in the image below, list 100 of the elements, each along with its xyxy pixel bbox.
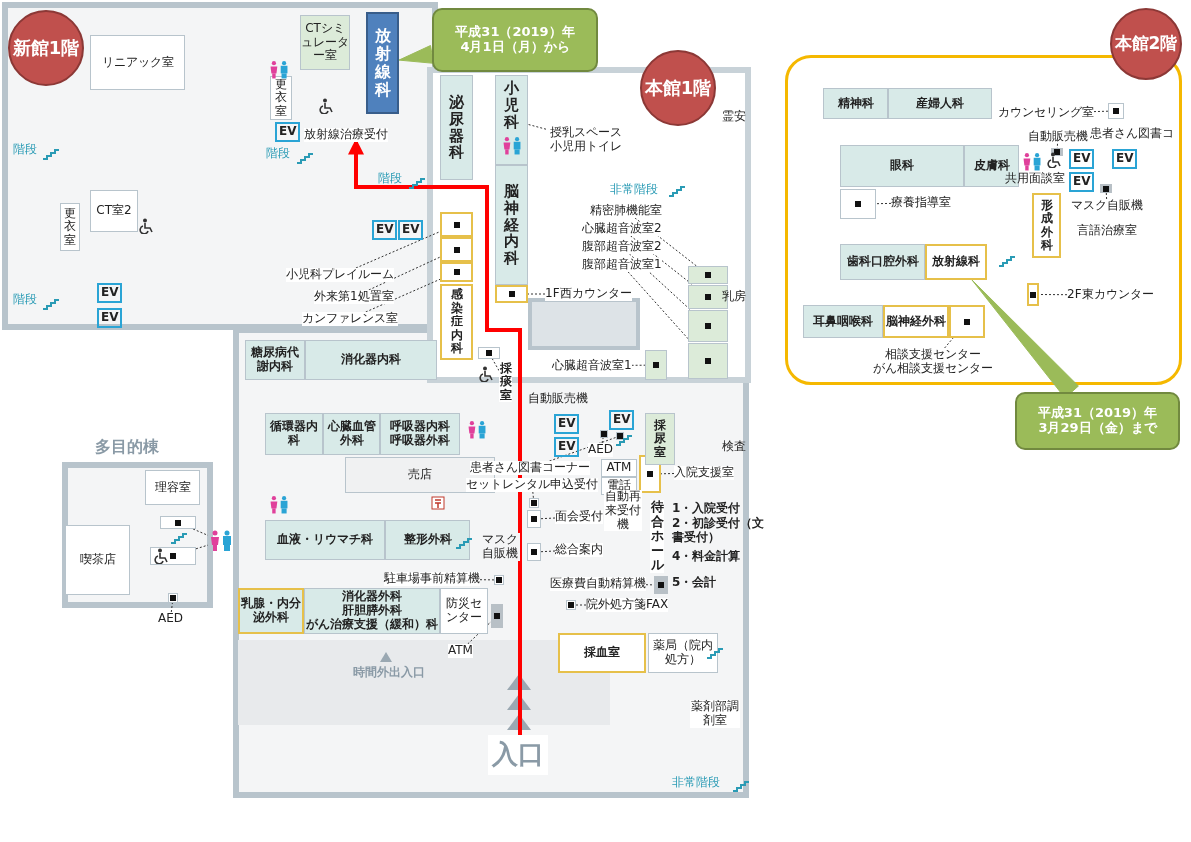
department-room [366, 12, 399, 114]
location-marker [440, 212, 473, 237]
room-name: 総合案内 [555, 543, 603, 557]
room-name: 呼吸器内科 [390, 420, 450, 434]
leader-line [355, 231, 441, 269]
department-room: 放射線科 [925, 244, 987, 280]
leader-line [575, 604, 587, 606]
department-room: 消化器内科 [305, 340, 437, 380]
area-label: マスク自販機 [482, 533, 520, 561]
room-name: マスク自販機 [1071, 199, 1143, 213]
elevator-sign: EV [554, 437, 580, 457]
leader-line [645, 584, 655, 586]
department-room: 採血室 [558, 633, 646, 673]
department-room: 耳鼻咽喉科 [803, 305, 883, 338]
room: 防災センター [440, 588, 488, 634]
location-marker [654, 576, 668, 594]
callout-bubble: 平成31（2019）年 4月1日（月）から [432, 8, 598, 72]
stairs-label: 階段 [13, 143, 37, 157]
callout-bubble: 平成31（2019）年 3月29日（金）まで [1015, 392, 1180, 450]
room-name: ATM [448, 644, 473, 658]
department-room [495, 75, 528, 165]
room-name: 相談支援センター [885, 348, 981, 362]
location-marker [949, 305, 985, 338]
room-name: 肝胆膵外科 [342, 604, 402, 618]
room-name: 駐車場事前精算機 [384, 572, 480, 586]
room-name: 院外処方箋FAX [586, 598, 669, 612]
room-name: 小児科 [503, 80, 520, 131]
leader-line [527, 123, 547, 130]
department-room: 歯科口腔外科 [840, 244, 925, 280]
leader-line [1038, 294, 1068, 296]
area-label: 自動販売機 [528, 392, 588, 406]
leader-line [540, 550, 556, 553]
leader-line [1056, 143, 1058, 149]
area-label: 患者さん図書コ [1090, 127, 1174, 141]
room-name: カンファレンス室 [302, 312, 398, 326]
elevator-sign: EV [398, 220, 424, 240]
leader-line [467, 621, 492, 645]
location-marker [440, 237, 473, 262]
location-marker [160, 516, 196, 529]
stairs-label: 非常階段 [672, 776, 720, 790]
department-room [380, 413, 460, 455]
room-name: 2F東カウンター [1067, 288, 1154, 302]
room: ATM [601, 459, 637, 477]
room-name: 消化器外科 [342, 590, 402, 604]
room: 薬局（院内処方） [648, 633, 718, 673]
department-room: 脳神経外科 [883, 305, 949, 338]
room-name: 自動再来受付機 [604, 490, 642, 532]
location-marker [1100, 184, 1112, 193]
location-marker [688, 266, 728, 284]
department-room [304, 588, 440, 634]
department-room [1032, 193, 1061, 258]
location-marker [527, 510, 541, 528]
room-name: 医療費自動精算機 [550, 577, 646, 591]
elevator-sign: EV [1069, 149, 1095, 169]
leader-line [532, 491, 534, 499]
location-marker [688, 310, 728, 342]
room-name: 外来第1処置室 [314, 290, 394, 304]
room-name: 入院支援室 [674, 466, 734, 480]
room-name: 待合ホール [650, 500, 665, 573]
location-marker [688, 343, 728, 379]
area-label: 乳房 [722, 290, 746, 304]
area-label: 5・会計 [672, 576, 717, 590]
stairs-label: 階段 [13, 293, 37, 307]
room-name: がん相談支援センター [873, 361, 993, 376]
department-room: 心臓血管外科 [323, 413, 380, 455]
leader-line [170, 602, 173, 613]
location-marker [150, 547, 196, 565]
room-name: 呼吸器外科 [390, 434, 450, 448]
elevator-sign: EV [1112, 149, 1138, 169]
room-name: カウンセリング室 [998, 106, 1094, 120]
location-marker [1027, 283, 1039, 306]
leader-line [875, 202, 892, 205]
elevator-sign: EV [97, 283, 123, 303]
entrance-label: 入口 [488, 735, 548, 775]
leader-line [660, 473, 675, 475]
room-name: AED [588, 443, 614, 457]
stairs-label: 階段 [378, 172, 402, 186]
leader-line [365, 278, 441, 313]
room [645, 413, 675, 465]
leader-line [1093, 110, 1109, 113]
location-marker [645, 350, 667, 380]
room-name: 放射線科 [373, 27, 392, 99]
room: 理容室 [145, 470, 200, 505]
department-room: 精神科 [823, 88, 888, 119]
room-name: 腹部超音波室2 [582, 240, 662, 254]
location-marker [478, 347, 500, 359]
room-name: 腹部超音波室1 [582, 258, 662, 272]
room: CT室2 [90, 190, 138, 232]
room-name: 放射線治療受付 [304, 128, 388, 142]
stairs-label: 非常階段 [610, 183, 658, 197]
room-name: セットレンタル申込受付 [466, 478, 598, 492]
leader-line [491, 358, 500, 372]
room-name: 心臓超音波室1 [552, 359, 632, 373]
leader-line [368, 256, 441, 291]
elevator-sign: EV [372, 220, 398, 240]
room-name: 更衣室 [63, 206, 77, 248]
department-room [440, 284, 473, 360]
leader-line [540, 517, 556, 520]
leader-line [527, 293, 546, 295]
leader-line [192, 528, 209, 536]
